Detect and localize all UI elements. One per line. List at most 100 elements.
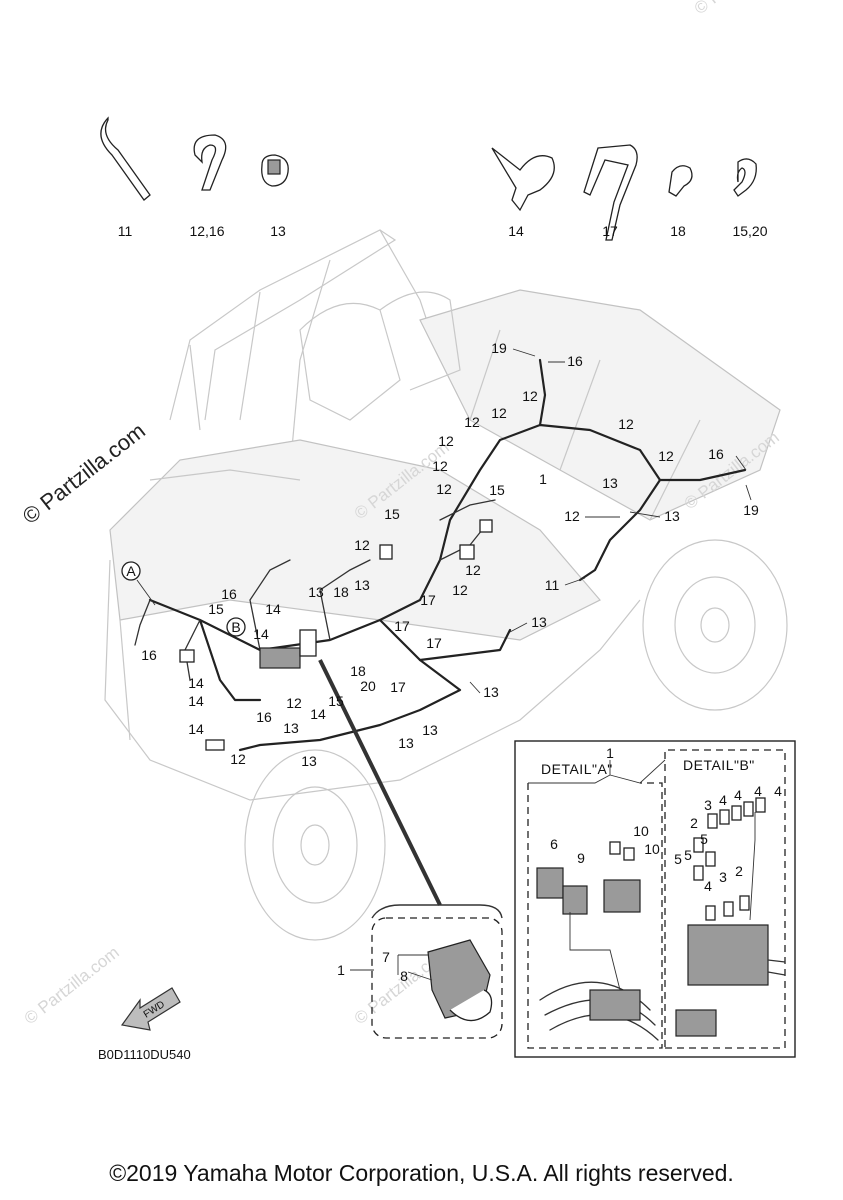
- callout-label: 12: [658, 448, 674, 464]
- callout-label: 12: [436, 481, 452, 497]
- callout-label: 15: [328, 693, 344, 709]
- detail-leader-line: [318, 659, 442, 906]
- detail-label: 10: [633, 823, 649, 839]
- callout-label: 16: [567, 353, 583, 369]
- band-clip-part: [733, 158, 757, 197]
- callout-label: 12: [464, 414, 480, 430]
- callout-label: 15: [208, 601, 224, 617]
- callout-label: 18: [670, 223, 686, 239]
- fwd-arrow: FWD: [120, 987, 181, 1031]
- small-clip-part: [668, 165, 693, 197]
- callout-label: 19: [491, 340, 507, 356]
- callout-label: 12: [452, 582, 468, 598]
- callout-label: 14: [188, 693, 204, 709]
- callout-label: 12,16: [189, 223, 224, 239]
- callout-label: 16: [141, 647, 157, 663]
- connector: [205, 739, 225, 751]
- callout-label: 12: [465, 562, 481, 578]
- detail-label: 5: [674, 851, 682, 867]
- relay-label: 1: [337, 962, 345, 978]
- callout-label: 19: [743, 502, 759, 518]
- relay-label: 8: [400, 968, 408, 984]
- detail-label: 4: [754, 783, 762, 799]
- callout-label: 13: [531, 614, 547, 630]
- callout-label: A: [126, 563, 136, 579]
- callout-leaders: [136, 348, 752, 694]
- fuse-box: [687, 924, 769, 986]
- callout-label: 17: [420, 592, 436, 608]
- relay-label: 7: [382, 949, 390, 965]
- cable-tie-part: [100, 116, 151, 201]
- wire-harness: [134, 358, 747, 752]
- callout-label: 17: [602, 223, 618, 239]
- relay-detail: 1 7 8: [337, 904, 503, 1039]
- callout-label: 13: [270, 223, 286, 239]
- fuse-row: [693, 797, 766, 921]
- detail-label: 9: [577, 850, 585, 866]
- detail-label: 4: [704, 878, 712, 894]
- callout-label: 14: [265, 601, 281, 617]
- detail-label: 10: [644, 841, 660, 857]
- connector: [179, 649, 195, 663]
- callout-label: 16: [221, 586, 237, 602]
- callout-label: 13: [422, 722, 438, 738]
- connector: [459, 544, 475, 560]
- detail-frame: 1 DETAIL"A" DETAIL"B" 6 9 10 10: [514, 740, 796, 1058]
- callout-label: 12: [432, 458, 448, 474]
- clamp-parts-row: [100, 116, 757, 241]
- detail-b-frame: [664, 749, 786, 1049]
- callout-label: 13: [354, 577, 370, 593]
- fuse-block: [603, 879, 641, 913]
- detail-label: 2: [735, 863, 743, 879]
- diagram-code: B0D1110DU540: [98, 1047, 191, 1062]
- relay-6: [536, 867, 564, 899]
- callout-label: 14: [188, 675, 204, 691]
- callout-label: 17: [390, 679, 406, 695]
- callout-label: 12: [564, 508, 580, 524]
- callout-label: 12: [286, 695, 302, 711]
- detail-label: 2: [690, 815, 698, 831]
- callout-label: 13: [283, 720, 299, 736]
- callout-label: 16: [708, 446, 724, 462]
- callout-label: 11: [545, 577, 560, 593]
- callout-label: 14: [310, 706, 326, 722]
- copyright-notice: ©2019 Yamaha Motor Corporation, U.S.A. A…: [109, 1160, 734, 1186]
- callout-label: B: [231, 619, 240, 635]
- detail-ref-label: 1: [606, 745, 614, 761]
- callout-label: 12: [230, 751, 246, 767]
- callout-label: 12: [438, 433, 454, 449]
- connector: [379, 544, 393, 560]
- relay-bracket: [449, 989, 493, 1022]
- callout-label: 15: [489, 482, 505, 498]
- watermark: © Partzilla.com: [691, 0, 793, 18]
- callout-label: 12: [491, 405, 507, 421]
- callout-label: 12: [354, 537, 370, 553]
- detail-label: 3: [704, 797, 712, 813]
- callout-label: 13: [602, 475, 618, 491]
- detail-label: 4: [734, 787, 742, 803]
- callout-label: 18: [333, 584, 349, 600]
- tie-mount-part: [491, 147, 555, 212]
- callout-label: 13: [301, 753, 317, 769]
- detail-a-frame: [527, 782, 663, 1049]
- long-tie-part: [583, 144, 638, 241]
- detail-label: 6: [550, 836, 558, 852]
- callout-label: 15,20: [732, 223, 767, 239]
- fuse-10: [623, 847, 635, 861]
- callout-label: 17: [426, 635, 442, 651]
- fuse-box-base: [675, 1009, 717, 1037]
- detail-label: 5: [684, 847, 692, 863]
- callout-label: 20: [360, 678, 376, 694]
- detail-label: 5: [700, 831, 708, 847]
- callout-label: 17: [394, 618, 410, 634]
- callout-label: 13: [398, 735, 414, 751]
- holder-body: [267, 159, 281, 175]
- callout-label: 11: [118, 223, 133, 239]
- relay-dashed-frame: [371, 917, 503, 1039]
- callout-label: 14: [188, 721, 204, 737]
- callout-label: 1: [539, 471, 547, 487]
- harness-clip-part: [193, 134, 227, 191]
- detail-label: 4: [774, 783, 782, 799]
- relay-9: [562, 885, 588, 915]
